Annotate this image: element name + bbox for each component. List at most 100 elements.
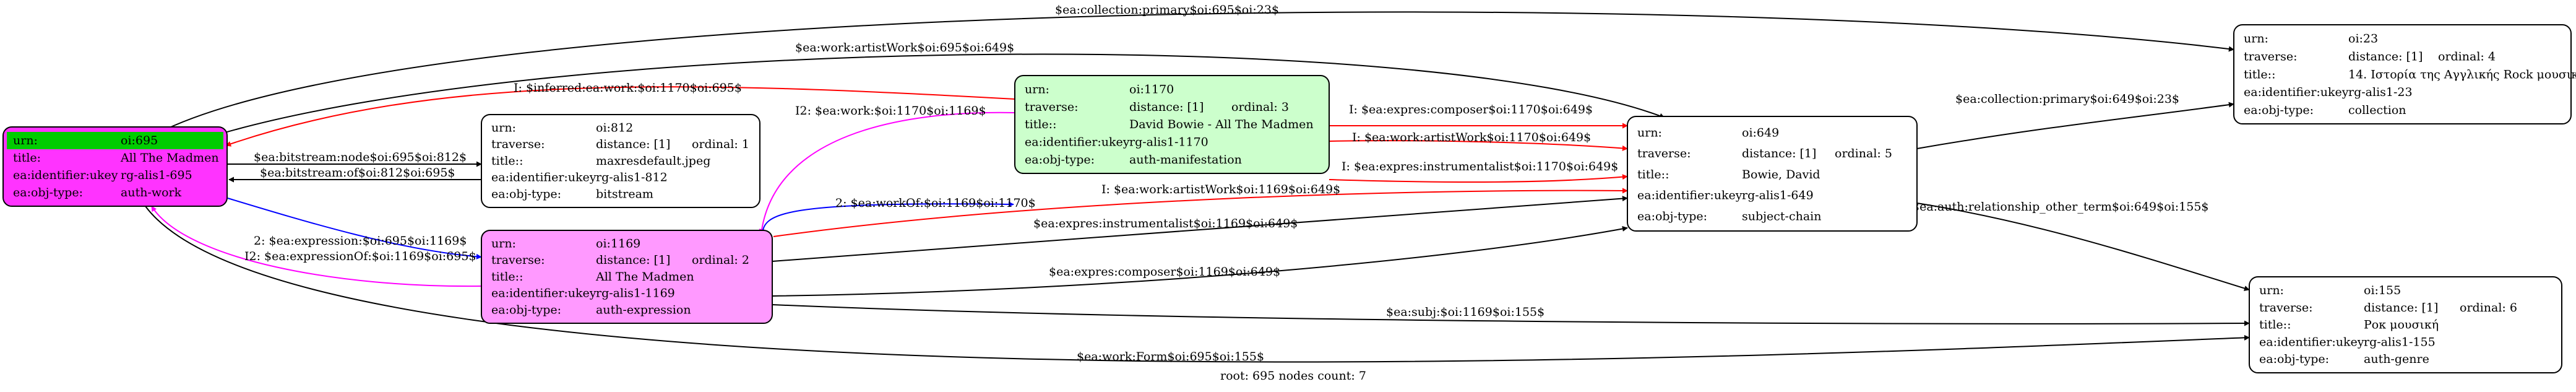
- node-field-key: traverse:: [1637, 147, 1691, 160]
- node-field-value: distance: [1]: [1129, 100, 1204, 114]
- node-field-key: title::: [491, 270, 523, 284]
- node-field-key: ea:obj-type:: [1637, 210, 1707, 224]
- edge-label: I: $ea:expres:composer$oi:1170$oi:649$: [1349, 103, 1593, 116]
- node-field-key: urn:: [491, 121, 516, 134]
- node-field-extra: ordinal: 3: [1231, 100, 1289, 114]
- edge-label: $ea:bitstream:node$oi:695$oi:812$: [254, 150, 467, 164]
- node-field-key: traverse:: [1025, 100, 1079, 114]
- node-1170[interactable]: urn: oi:1170 traverse: distance: [1] ordinal…: [1014, 75, 1330, 174]
- node-box: [2249, 276, 2562, 373]
- edge-labels: $ea:collection:primary$oi:695$oi:23$ $ea…: [244, 3, 2209, 364]
- node-field-key: urn:: [1025, 82, 1049, 96]
- edge-1170-1169[interactable]: [759, 111, 1015, 235]
- node-field-value: distance: [1]: [596, 137, 670, 151]
- node-field-extra: ordinal: 1: [692, 137, 749, 151]
- node-field-key: ea:obj-type:: [2259, 352, 2329, 366]
- node-field-key: ea:identifier:ukey: [2259, 335, 2364, 349]
- node-field-key: traverse:: [2259, 301, 2313, 315]
- node-field-value: distance: [1]: [596, 253, 670, 267]
- node-field-key: urn:: [1637, 126, 1662, 139]
- edges: [145, 11, 2250, 363]
- node-field-key: ea:identifier:ukey: [1637, 189, 1742, 203]
- node-field-key: urn:: [13, 134, 38, 147]
- node-field-key: traverse:: [2244, 50, 2298, 64]
- node-field-extra: ordinal: 5: [1835, 147, 1892, 160]
- node-field-value: collection: [2348, 103, 2406, 117]
- edge-label: $ea:work:artistWork$oi:695$oi:649$: [795, 41, 1014, 54]
- node-field-key: ea:obj-type:: [1025, 153, 1095, 167]
- edge-label: $ea:auth:relationship_other_term$oi:649$…: [1912, 200, 2209, 214]
- edge-1169-649-composer[interactable]: [772, 226, 1628, 297]
- node-field-key: ea:obj-type:: [13, 186, 83, 199]
- node-field-value: distance: [1]: [1742, 147, 1816, 160]
- node-field-value: auth-genre: [2364, 352, 2429, 366]
- edge-1170-649-artistwork[interactable]: [1329, 140, 1628, 151]
- node-field-key: title::: [2259, 318, 2291, 332]
- edge-649-23[interactable]: [1916, 102, 2234, 149]
- node-box: [2233, 24, 2572, 124]
- node-field-extra: ordinal: 6: [2460, 301, 2517, 315]
- node-field-value: oi:155: [2364, 284, 2401, 297]
- node-field-key: title::: [1025, 118, 1056, 131]
- edge-695-23[interactable]: [157, 11, 2234, 134]
- node-field-value: oi:1169: [596, 237, 640, 250]
- node-header-highlight: [7, 132, 223, 149]
- edge-1169-1170[interactable]: [762, 201, 1014, 235]
- node-field-value: rg-alis1-695: [121, 168, 192, 182]
- node-field-key: ea:identifier:ukey: [491, 287, 597, 300]
- node-field-value: oi:695: [121, 134, 158, 147]
- node-field-value: rg-alis1-1170: [1129, 136, 1208, 149]
- node-field-value: rg-alis1-155: [2364, 335, 2436, 349]
- node-box: [481, 230, 773, 324]
- edge-1169-649-artistwork[interactable]: [773, 188, 1628, 237]
- node-field-value: auth-expression: [596, 303, 691, 316]
- node-field-key: traverse:: [491, 253, 545, 267]
- node-field-key: ea:obj-type:: [491, 303, 561, 316]
- node-field-value: Ροκ μουσική: [2364, 318, 2439, 332]
- edge-label: $ea:bitstream:of$oi:812$oi:695$: [260, 166, 455, 180]
- node-box: [1014, 75, 1330, 174]
- node-field-key: traverse:: [491, 137, 545, 151]
- node-field-value: rg-alis1-1169: [596, 287, 675, 300]
- graph-footer: root: 695 nodes count: 7: [1220, 369, 1366, 383]
- node-field-value: auth-manifestation: [1129, 153, 1242, 167]
- node-field-value: auth-work: [121, 186, 182, 199]
- edge-label: 2: $ea:workOf:$oi:1169$oi:1170$: [835, 196, 1036, 210]
- node-field-key: title::: [1637, 168, 1669, 181]
- node-field-key: urn:: [2259, 284, 2284, 297]
- edge-695-649-artistwork[interactable]: [222, 53, 1665, 134]
- node-field-key: ea:obj-type:: [491, 187, 561, 201]
- edge-1170-695-inferred[interactable]: [225, 86, 1015, 147]
- edge-label: I: $inferred:ea:work:$oi:1170$oi:695$: [514, 81, 742, 95]
- node-field-value: maxresdefault.jpeg: [596, 154, 710, 168]
- node-field-value: All The Madmen: [595, 270, 694, 284]
- node-field-key: title::: [491, 154, 523, 168]
- edge-1170-649-instrumentalist[interactable]: [1329, 174, 1628, 183]
- edge-695-155[interactable]: [145, 206, 2250, 363]
- edge-1169-695[interactable]: [151, 206, 482, 287]
- edge-label: $ea:expres:instrumentalist$oi:1169$oi:64…: [1033, 217, 1298, 230]
- edge-695-1169[interactable]: [227, 198, 482, 259]
- node-field-extra: ordinal: 4: [2438, 50, 2496, 64]
- node-field-value: bitstream: [596, 187, 653, 201]
- edge-label: $ea:collection:primary$oi:695$oi:23$: [1055, 3, 1279, 17]
- node-field-key: ea:identifier:ukey: [1025, 136, 1130, 149]
- node-field-value: oi:1170: [1129, 82, 1174, 96]
- node-box: [1627, 116, 1918, 232]
- edge-label: $ea:expres:composer$oi:1169$oi:649$: [1049, 265, 1280, 279]
- node-box: [481, 114, 760, 208]
- edge-1169-155[interactable]: [772, 304, 2250, 326]
- node-field-value: subject-chain: [1742, 210, 1822, 224]
- node-field-value: rg-alis1-23: [2348, 85, 2413, 99]
- edge-649-155[interactable]: [1916, 203, 2250, 291]
- node-field-extra: ordinal: 2: [692, 253, 749, 267]
- edge-label: $ea:work:Form$oi:695$oi:155$: [1077, 350, 1264, 364]
- edge-label: I: $ea:expres:instrumentalist$oi:1170$oi…: [1342, 160, 1618, 173]
